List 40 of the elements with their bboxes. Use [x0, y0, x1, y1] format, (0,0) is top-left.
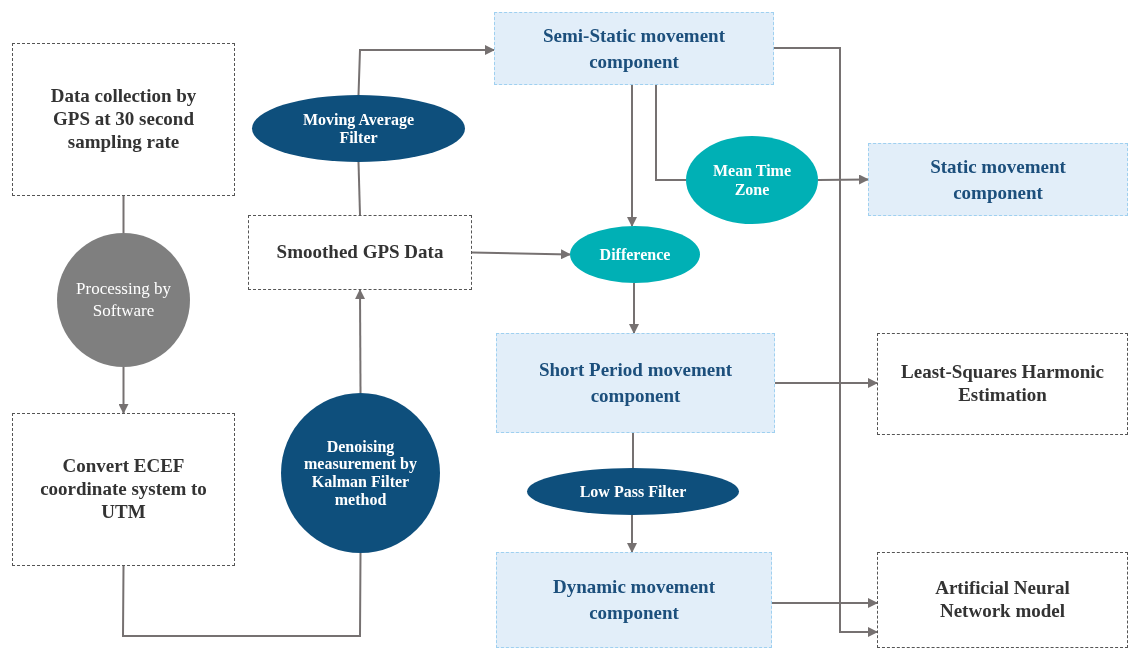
- node-label: Short Period movement component: [537, 358, 734, 408]
- arrow: [357, 45, 495, 96]
- connector-line: [357, 161, 361, 216]
- connector-line: [655, 84, 687, 181]
- node-label: Semi-Static movement component: [542, 23, 726, 74]
- component-box: [494, 12, 774, 85]
- component-box: [496, 552, 772, 648]
- node-label: Dynamic movement component: [552, 575, 716, 625]
- arrow: [817, 174, 869, 185]
- output-box: [877, 333, 1128, 435]
- arrow: [355, 289, 366, 394]
- process-box: [12, 43, 235, 196]
- arrow: [774, 378, 878, 388]
- connector-line: [632, 432, 634, 469]
- arrow: [773, 47, 878, 637]
- node-label: Processing by Software: [75, 277, 172, 322]
- component-box: [496, 333, 775, 433]
- node-label: Low Pass Filter: [579, 482, 687, 501]
- component-box: [868, 143, 1128, 216]
- node-label: Artificial Neural Network model: [934, 577, 1071, 623]
- arrow: [471, 249, 571, 260]
- arrow: [771, 598, 878, 608]
- arrow: [627, 514, 637, 553]
- connector-line: [122, 552, 362, 637]
- node-label: Denoising measurement by Kalman Filter method: [303, 437, 418, 509]
- node-label: Static movement component: [929, 154, 1067, 205]
- node-label: Difference: [599, 244, 671, 265]
- node-label: Data collection by GPS at 30 second sampling rate: [49, 85, 198, 154]
- arrow: [627, 84, 637, 228]
- node-label: Least-Squares Harmonic Estimation: [900, 361, 1105, 407]
- arrow: [629, 282, 639, 334]
- arrow: [118, 366, 129, 414]
- process-box: [12, 413, 235, 566]
- node-label: Convert ECEF coordinate system to UTM: [39, 455, 208, 524]
- node-label: Mean Time Zone: [711, 160, 793, 200]
- node-label: Moving Average Filter: [302, 110, 415, 147]
- process-box: [248, 215, 472, 290]
- node-label: Smoothed GPS Data: [276, 241, 444, 264]
- connector-line: [122, 195, 125, 234]
- output-box: [877, 552, 1128, 648]
